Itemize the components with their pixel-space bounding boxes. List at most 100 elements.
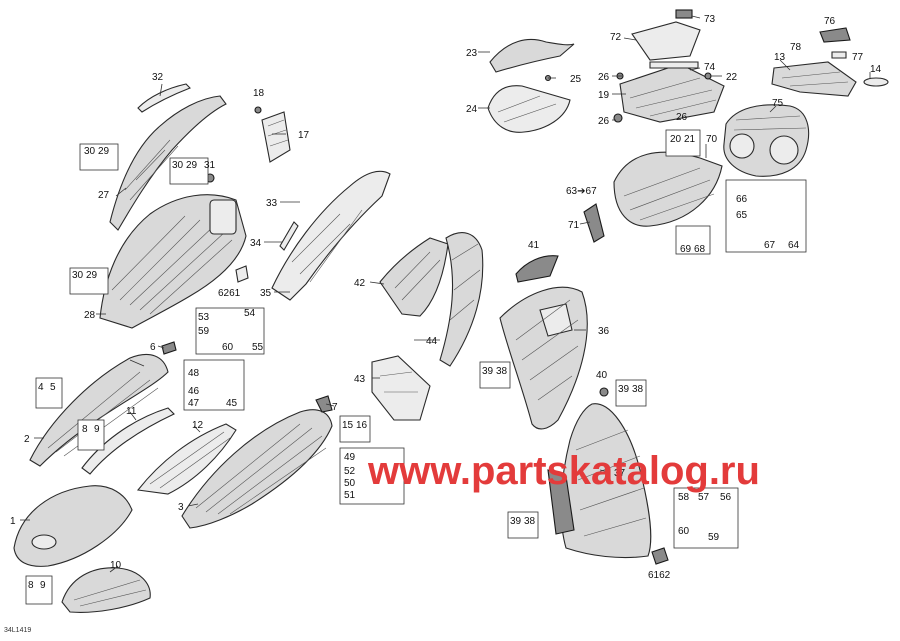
part-23-visor: [489, 39, 575, 73]
callout-19: 19: [598, 90, 610, 101]
callout-5: 5: [50, 382, 56, 393]
callout-60-a: 60: [222, 342, 234, 353]
callout-box-30-29-a: [79, 143, 119, 171]
callout-14: 14: [870, 64, 882, 75]
callout-56: 56: [720, 492, 732, 503]
callout-6: 6: [150, 342, 156, 353]
callout-box-8-9-b: [25, 575, 53, 605]
callout-66: 66: [736, 194, 748, 205]
part-6-clip: [161, 341, 177, 355]
part-1-nose: [13, 485, 133, 567]
callout-12: 12: [192, 420, 204, 431]
callout-33: 33: [266, 198, 278, 209]
callout-box-39-38-b: [615, 379, 647, 407]
callout-40: 40: [596, 370, 608, 381]
callout-4: 4: [38, 382, 44, 393]
callout-8-b: 8: [28, 580, 34, 591]
callout-46: 46: [188, 386, 200, 397]
callout-9-b: 9: [40, 580, 46, 591]
part-75-lens-right: [769, 135, 799, 165]
callout-50: 50: [344, 478, 356, 489]
part-77-clip: [831, 51, 847, 59]
part-32-trim: [137, 83, 191, 113]
callout-44: 44: [426, 336, 438, 347]
callout-box-49-52: [339, 447, 405, 505]
part-14-disc: [863, 77, 889, 87]
callout-9-a: 9: [94, 424, 100, 435]
callout-57: 57: [698, 492, 710, 503]
watermark-text: www.partskatalog.ru: [367, 449, 760, 493]
callout-45: 45: [226, 398, 238, 409]
callout-11: 11: [126, 406, 137, 417]
callout-22: 22: [726, 72, 738, 83]
part-41-grille: [515, 255, 559, 283]
callout-51: 51: [344, 490, 356, 501]
part-75-lens-left: [729, 133, 755, 159]
part-61-62-clip: [651, 547, 669, 565]
part-42-side-piece: [379, 237, 449, 317]
part-13-support: [771, 61, 857, 97]
part-1-emblem: [31, 534, 57, 550]
callout-68: 68: [694, 244, 706, 255]
callout-box-20-21: [665, 129, 701, 157]
callout-box-4-5: [35, 377, 63, 409]
callout-53: 53: [198, 312, 210, 323]
callout-26-c: 26: [676, 112, 688, 123]
callout-39-c: 39: [510, 516, 522, 527]
callout-6162: 6162: [648, 570, 671, 581]
part-74-strip: [649, 61, 699, 69]
callout-box-45-48: [183, 359, 245, 411]
callout-48: 48: [188, 368, 200, 379]
part-34-strip: [279, 221, 299, 251]
part-40-screw: [599, 387, 609, 397]
callout-3: 3: [178, 502, 184, 513]
callout-15: 15: [342, 420, 354, 431]
callout-77: 77: [852, 52, 864, 63]
callout-70: 70: [706, 134, 718, 145]
part-44-side-piece: [439, 232, 484, 367]
callout-26-b: 26: [598, 116, 610, 127]
callout-31: 31: [204, 160, 216, 171]
part-37-grille: [547, 469, 575, 535]
callout-41: 41: [528, 240, 540, 251]
part-33-35-long-panel: [271, 170, 391, 301]
callout-43: 43: [354, 374, 366, 385]
callout-39-a: 39: [482, 366, 494, 377]
callout-7: 7: [332, 402, 338, 413]
callout-72: 72: [610, 32, 622, 43]
callout-38-b: 38: [632, 384, 644, 395]
callout-box-56-60: [673, 487, 739, 549]
callout-21: 21: [684, 134, 696, 145]
part-36-side-shell: [499, 286, 588, 430]
callout-76: 76: [824, 16, 836, 27]
part-36-vent: [539, 303, 573, 337]
callout-52: 52: [344, 466, 356, 477]
callout-30-a: 30: [84, 146, 96, 157]
callout-64: 64: [788, 240, 800, 251]
callout-box-8-9-a: [77, 419, 105, 451]
part-3-lower-fairing: [181, 409, 333, 529]
part-70-headlight: [613, 151, 723, 227]
part-26-nut: [613, 113, 623, 123]
callout-30-c: 30: [72, 270, 84, 281]
part-43-panel: [371, 355, 431, 421]
part-28-vent-opening: [209, 199, 237, 235]
callout-36: 36: [598, 326, 610, 337]
part-24-cover: [487, 85, 571, 133]
callout-71: 71: [568, 220, 580, 231]
callout-38-a: 38: [496, 366, 508, 377]
callout-73: 73: [704, 14, 716, 25]
part-72-top-cover: [631, 21, 701, 61]
part-17-bracket: [261, 111, 291, 163]
callout-24: 24: [466, 104, 478, 115]
part-18-screw: [254, 106, 262, 114]
callout-20: 20: [670, 134, 682, 145]
callout-49: 49: [344, 452, 356, 463]
callout-34: 34: [250, 238, 262, 249]
callout-29-b: 29: [186, 160, 198, 171]
callout-39-b: 39: [618, 384, 630, 395]
callout-29-a: 29: [98, 146, 110, 157]
part-27-side-panel: [109, 95, 227, 231]
callout-box-39-38-a: [479, 361, 511, 389]
callout-13: 13: [774, 52, 786, 63]
